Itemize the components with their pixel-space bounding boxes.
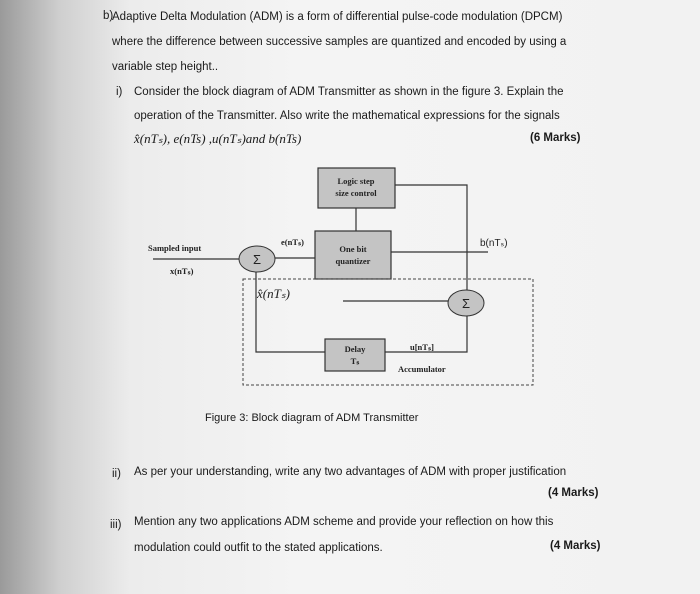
- accum-signal-label: u[nTₛ]: [410, 342, 434, 352]
- question-label: b): [103, 10, 114, 22]
- delay-label-2: Tₛ: [351, 356, 361, 366]
- delay-block: [324, 338, 386, 372]
- sampled-input-label: Sampled input: [148, 243, 201, 253]
- part-iii-label: iii): [110, 519, 122, 531]
- sum-symbol-1: Σ: [253, 252, 261, 267]
- logic-block-label-1: Logic step: [337, 176, 374, 186]
- part-iii-line-2: modulation could outfit to the stated ap…: [134, 542, 383, 554]
- quantizer-label-2: quantizer: [336, 256, 371, 266]
- summer-2: [447, 289, 485, 317]
- error-signal-label: e(nTₛ): [281, 237, 304, 247]
- part-ii-label: ii): [112, 468, 121, 480]
- accumulator-label: Accumulator: [398, 364, 446, 374]
- part-i-line-2: operation of the Transmitter. Also write…: [134, 110, 560, 122]
- logic-block-label-2: size control: [335, 188, 377, 198]
- part-ii-marks: (4 Marks): [548, 487, 599, 499]
- part-iii-marks: (4 Marks): [550, 540, 601, 552]
- part-i-signals: x̂(nTₛ), e(nTs) ,u(nTₛ)and b(nTs): [134, 131, 302, 146]
- output-signal-label: b(nTₛ): [480, 238, 508, 249]
- intro-line-1: Adaptive Delta Modulation (ADM) is a for…: [112, 11, 563, 23]
- part-i-line-1: Consider the block diagram of ADM Transm…: [134, 86, 564, 98]
- sum-symbol-2: Σ: [462, 296, 470, 311]
- one-bit-quantizer-block: [314, 230, 392, 280]
- signal-lines: [153, 184, 488, 353]
- part-i-marks: (6 Marks): [530, 132, 581, 144]
- estimate-signal-label: x̂(nTₛ): [256, 286, 290, 301]
- quantizer-label-1: One bit: [339, 244, 366, 254]
- input-signal-label: x(nTₛ): [170, 266, 194, 276]
- accumulator-boundary: [242, 278, 534, 386]
- intro-line-3: variable step height..: [112, 61, 219, 73]
- part-iii-line-1: Mention any two applications ADM scheme …: [134, 516, 554, 528]
- part-i-label: i): [116, 86, 123, 98]
- delay-label-1: Delay: [345, 344, 367, 354]
- figure-caption: Figure 3: Block diagram of ADM Transmitt…: [205, 412, 419, 424]
- intro-line-2: where the difference between successive …: [112, 36, 567, 48]
- part-ii-line-1: As per your understanding, write any two…: [134, 466, 567, 478]
